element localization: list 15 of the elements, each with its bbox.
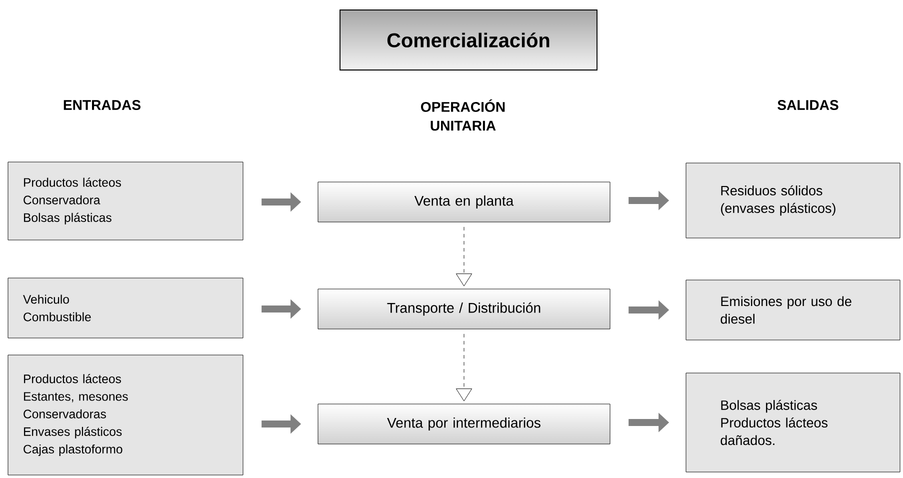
input-box: Vehiculo Combustible bbox=[8, 278, 244, 338]
operation-box: Venta en planta bbox=[318, 182, 610, 222]
input-box: Productos lácteos Estantes, mesones Conservadoras Envases plásticos Cajas plastoformo bbox=[8, 354, 244, 476]
operation-box: Venta por intermediarios bbox=[318, 404, 610, 444]
output-box: Bolsas plásticas Productos lácteos dañados. bbox=[686, 372, 900, 472]
title-box: Comercialización bbox=[340, 10, 598, 70]
column-heading: SALIDAS bbox=[778, 100, 838, 110]
dashed-arrow bbox=[456, 334, 472, 402]
column-heading: ENTRADAS bbox=[64, 100, 140, 110]
dashed-arrow bbox=[456, 226, 472, 286]
operation-box: Transporte / Distribución bbox=[318, 288, 610, 330]
output-box: Residuos sólidos (envases plásticos) bbox=[686, 162, 900, 238]
column-heading: OPERACIÓN UNITARIA bbox=[421, 99, 505, 131]
output-box: Emisiones por uso de diesel bbox=[686, 280, 900, 340]
input-box: Productos lácteos Conservadora Bolsas plásticas bbox=[8, 162, 244, 240]
